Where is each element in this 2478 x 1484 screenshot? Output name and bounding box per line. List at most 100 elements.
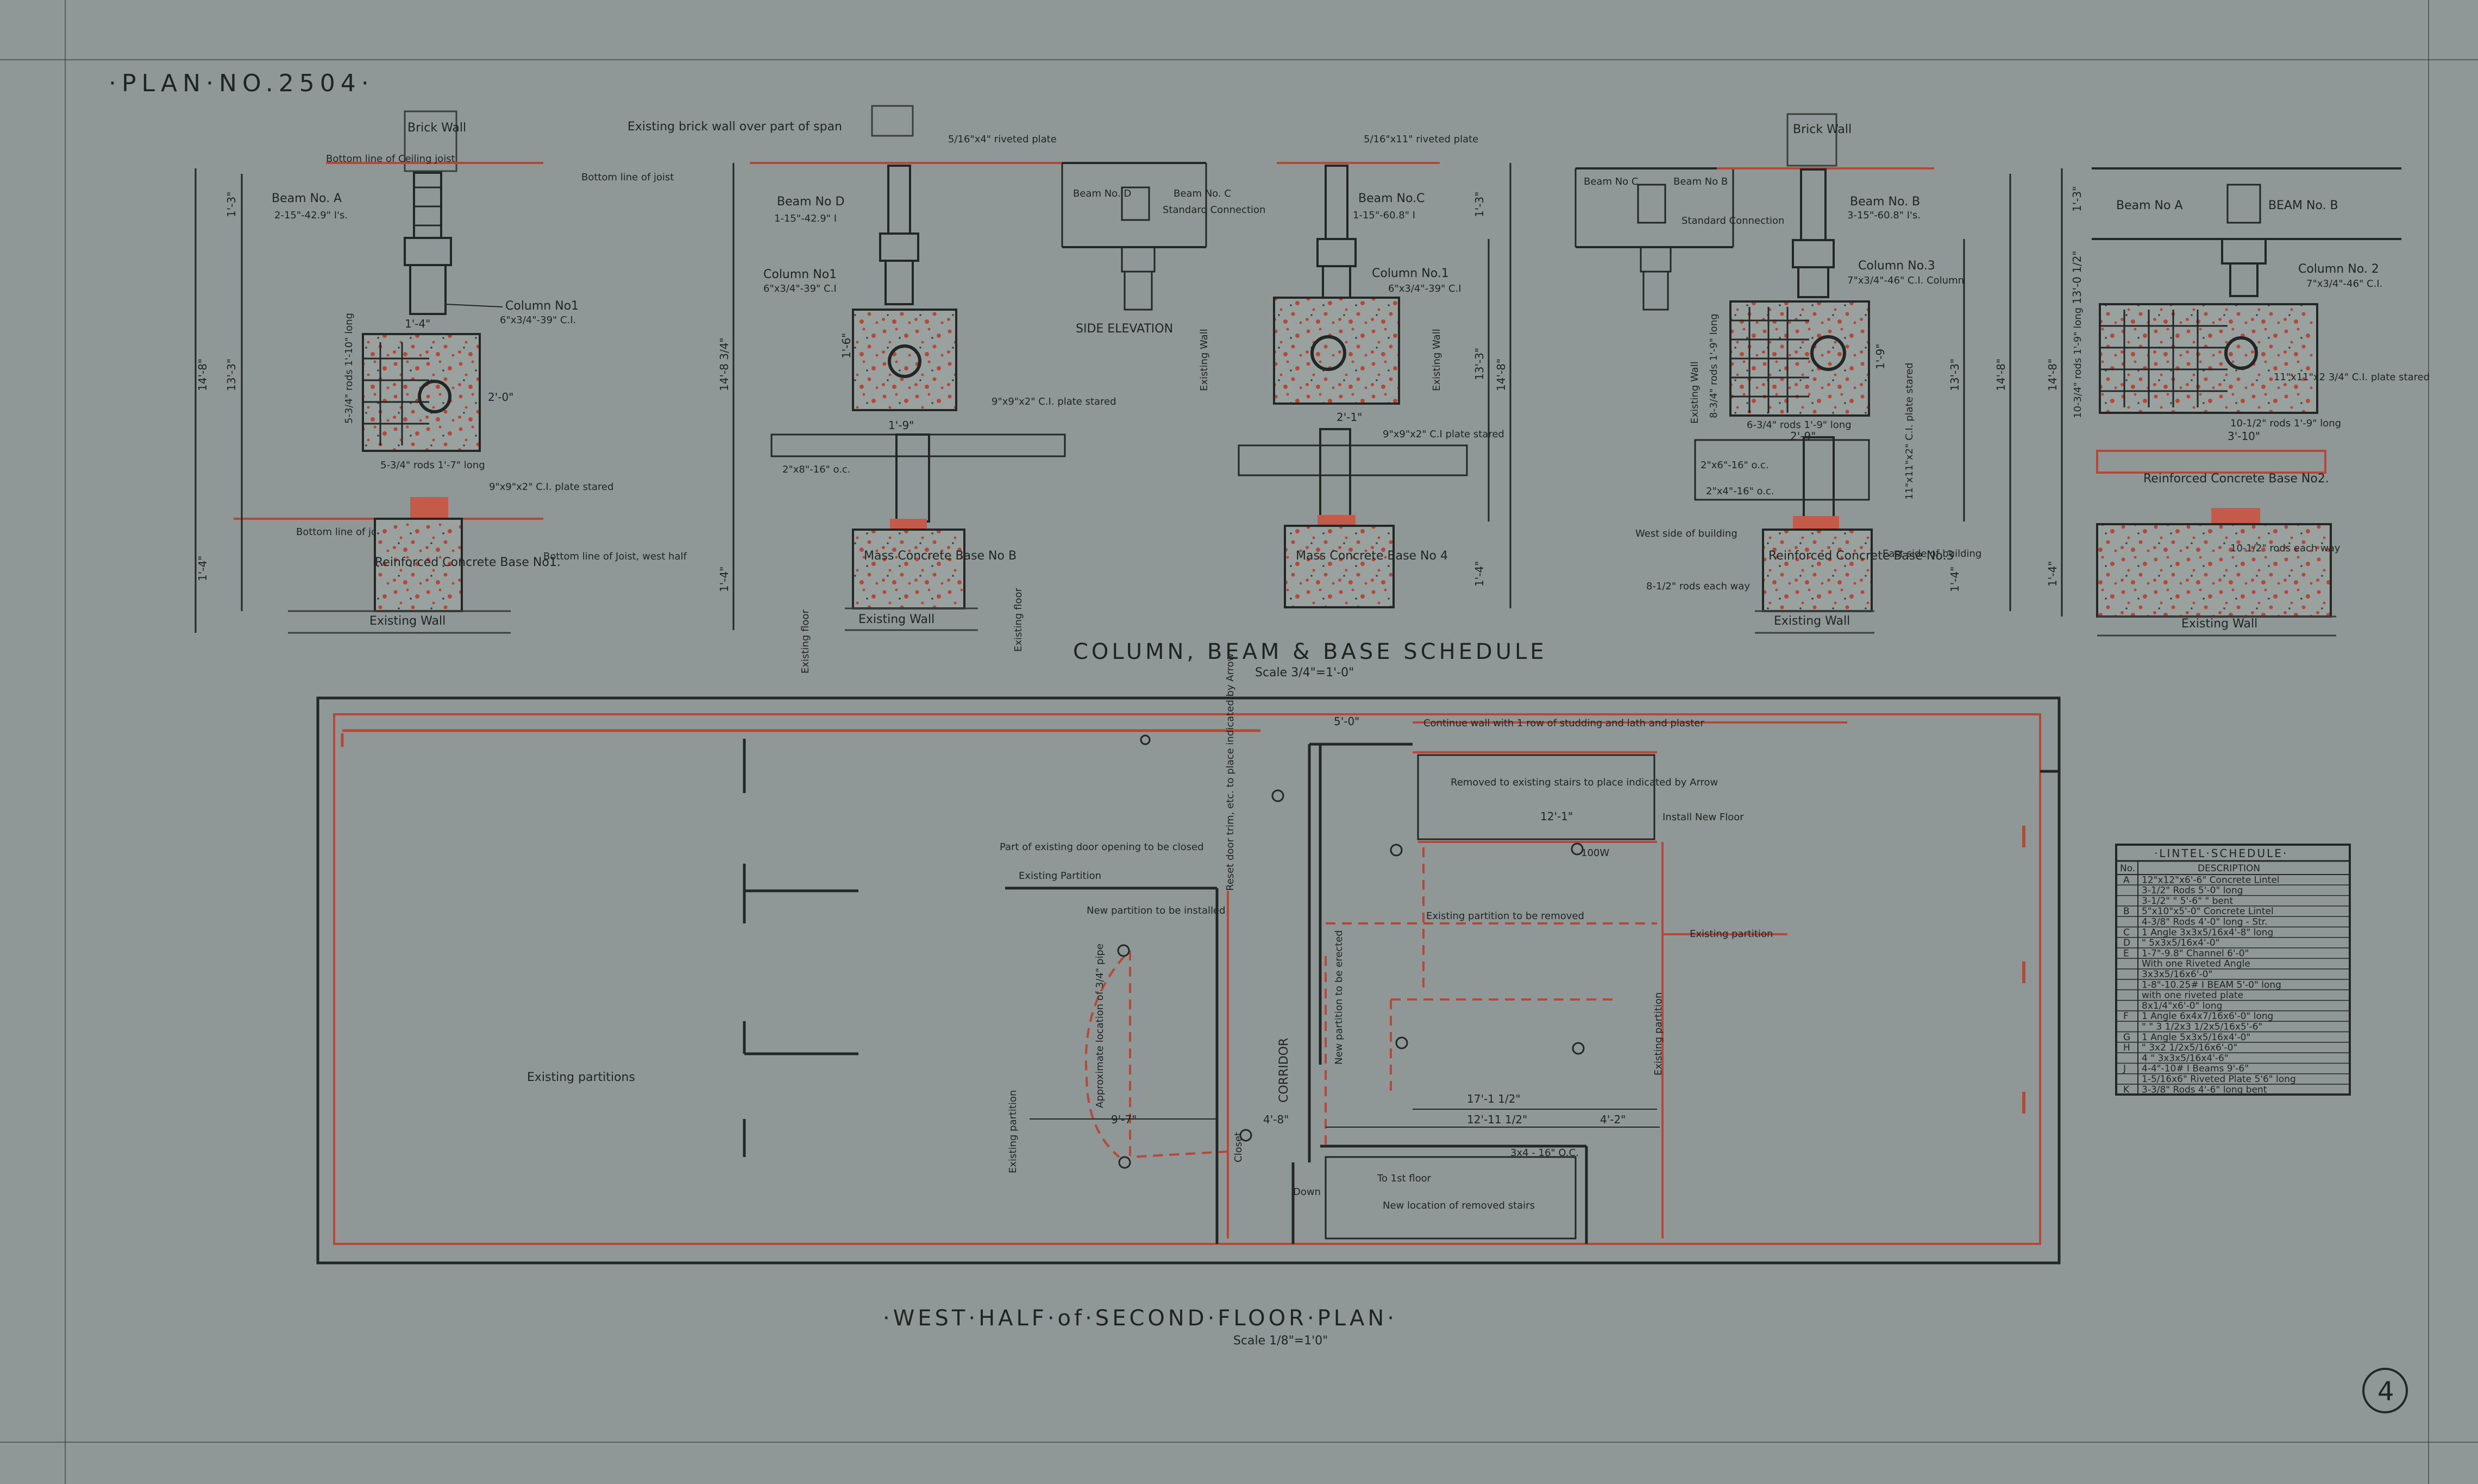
schedule-scale: Scale 3/4"=1'-0"	[1255, 666, 1354, 680]
d2-wall: Existing Wall	[858, 613, 934, 626]
d7-dim-beam: 1'-3"	[2071, 186, 2084, 212]
d3-beam-c: Beam No. C	[1174, 188, 1231, 199]
d2-dim-base: 1'-4"	[718, 567, 731, 592]
plan-dim-12b: 12'-1"	[1540, 810, 1573, 823]
d1-column: Column No1	[505, 299, 579, 313]
d1-beam: Beam No. A	[272, 192, 342, 205]
d1-dim-upper: 13'-3"	[225, 359, 238, 391]
d1-base: Reinforced Concrete Base No1.	[375, 556, 561, 569]
d6-column: Column No.3	[1858, 259, 1935, 273]
schedule-title: COLUMN, BEAM & BASE SCHEDULE	[1073, 639, 1547, 664]
d4-beam-size: 1-15"-60.8" I	[1353, 210, 1415, 221]
d1-ceiling: Bottom line of Ceiling joist	[326, 153, 455, 165]
d4-column-size: 6"x3/4"-39" C.I	[1388, 283, 1461, 294]
d2-floor1: Existing floor	[800, 609, 811, 674]
floor-plan-title: ·WEST·HALF·of·SECOND·FLOOR·PLAN·	[883, 1306, 1397, 1331]
d7-wall: Existing Wall	[2181, 617, 2257, 631]
d6-west: West side of building	[1635, 528, 1737, 539]
d2-column-size: 6"x3/4"-39" C.I	[763, 283, 837, 294]
floor-plan: Existing partitions Existing partition	[316, 653, 2061, 1265]
d6-joists: 2"x6"-16" o.c.	[1701, 460, 1769, 471]
lintel-row-desc: 12"x12"x6'-6" Concrete Lintel	[2142, 875, 2280, 885]
d7-rods: 10-3/4" rods 1'-9" long	[2072, 307, 2084, 418]
d3-connection: Standard Connection	[1163, 204, 1265, 216]
plan-existing-partitions: Existing partitions	[527, 1071, 635, 1084]
d1-brick-wall: Brick Wall	[407, 121, 466, 135]
lintel-row-no: E	[2123, 948, 2129, 959]
d4-dim-base: 1'-4"	[1473, 561, 1486, 587]
sheet-number: 4	[2377, 1376, 2394, 1407]
d7-beam-b: BEAM No. B	[2268, 199, 2338, 212]
d2-joist: Bottom line of joist	[581, 172, 674, 183]
d4-beam: Beam No.C	[1358, 192, 1425, 205]
plan-existing-removed: Existing partition to be removed	[1426, 910, 1584, 922]
lintel-row-no: D	[2123, 938, 2130, 948]
d6-plate: 11"x11"x2" C.I. plate stared	[1904, 363, 1915, 500]
plan-existing-partition: Existing Partition	[1019, 870, 1101, 882]
d1-dim-base: 1'-4"	[196, 556, 209, 581]
d3-side-elev: SIDE ELEVATION	[1076, 322, 1173, 336]
d6-base: Reinforced Concrete Base No.3	[1768, 549, 1954, 563]
d7-dim-total: 14'-8"	[2046, 359, 2059, 391]
lintel-row-no: A	[2123, 875, 2130, 885]
plan-stairs-note: 3x4 - 16" O.C.	[1510, 1147, 1579, 1159]
lintel-row-desc: " 5x3x5/16x4'-0"	[2142, 938, 2219, 948]
d7-dim-base: 1'-4"	[2046, 561, 2059, 587]
plan-reset-door: Reset door trim, etc. to place indicated…	[1225, 653, 1236, 891]
detail-side-elevation: 5/16"x4" riveted plate Beam No. D Beam N…	[948, 134, 1265, 336]
lintel-row-desc: 8x1/4"x6'-0" long	[2142, 1001, 2222, 1011]
lintel-row-no: K	[2123, 1084, 2130, 1095]
d1-column-size: 6"x3/4"-39" C.I.	[500, 315, 576, 326]
d5-beam-b: Beam No B	[1673, 176, 1728, 187]
plan-new-partition-erect: New partition to be erected	[1333, 930, 1345, 1065]
plan-dim-4: 4'-2"	[1600, 1113, 1626, 1126]
d4-dim-beam: 1'-3"	[1473, 192, 1486, 217]
d1-joist-west: Bottom line of Joist, west half	[543, 551, 687, 562]
d4-column: Column No.1	[1372, 267, 1449, 280]
d2-dim-w: 1'-9"	[888, 419, 914, 432]
lintel-row-desc: 4-3/8" Rods 4'-0" long - Str.	[2142, 917, 2268, 928]
lintel-header-desc: DESCRIPTION	[2198, 863, 2260, 874]
d1-dim-w: 1'-4"	[405, 317, 430, 330]
d2-floor2: Existing floor	[1013, 588, 1024, 652]
lintel-row-desc: 1-8"-10.25# I BEAM 5'-0" long	[2142, 979, 2281, 990]
lintel-row-desc: 1 Angle 6x4x7/16x6'-0" long	[2142, 1011, 2273, 1022]
d6-dim-upper: 13'-3"	[1948, 359, 1961, 391]
lintel-row-desc: 1-7"-9.8" Channel 6'-0"	[2142, 948, 2249, 959]
d6-brick-wall: Brick Wall	[1793, 123, 1852, 136]
lintel-header-no: No.	[2120, 863, 2135, 874]
d2-beam: Beam No D	[777, 195, 844, 209]
d7-dim-upper: 13'-0 1/2"	[2071, 250, 2084, 304]
d6-beam-size: 3-15"-60.8" I's.	[1847, 210, 1921, 221]
d4-wall-l: Existing Wall	[1199, 329, 1210, 391]
detail-base-no1: Brick Wall Bottom line of Ceiling joist …	[195, 110, 687, 634]
d6-rods2: 6-3/4" rods 1'-9" long	[1747, 419, 1852, 431]
d7-rods-each: 10-1/2" rods each way	[2230, 543, 2341, 554]
d6-column-size: 7"x3/4"-46" C.I. Column	[1847, 275, 1964, 286]
lintel-title: ·LINTEL·SCHEDULE·	[2154, 847, 2288, 860]
plan-door-opening: Part of existing door opening to be clos…	[1000, 841, 1204, 853]
d5-beam-c: Beam No C	[1584, 176, 1638, 187]
plan-continue-wall: Continue wall with 1 row of studding and…	[1423, 718, 1704, 729]
lintel-row-desc: With one Riveted Angle	[2142, 959, 2250, 970]
lintel-row-desc: 3x3x5/16x6'-0"	[2142, 969, 2212, 980]
d4-riveted: 5/16"x11" riveted plate	[1364, 134, 1478, 145]
d1-rods: 5-3/4" rods 1'-10" long	[343, 313, 355, 424]
plan-dim-12: 12'-11 1/2"	[1467, 1113, 1527, 1126]
d4-dim-total: 14'-8"	[1495, 359, 1508, 391]
plan-corridor: CORRIDOR	[1277, 1038, 1291, 1103]
d4-dim-upper: 13'-3"	[1473, 348, 1486, 380]
plan-lamp-100w: 100W	[1581, 847, 1609, 859]
d7-rods2: 10-1/2" rods 1'-9" long	[2230, 418, 2341, 429]
lintel-row-no: H	[2123, 1042, 2130, 1053]
d6-joists2: 2"x4"-16" o.c.	[1706, 486, 1774, 497]
lintel-row-desc: 3-1/2" Rods 5'-0" long	[2142, 885, 2243, 896]
plan-existing-partition-side: Existing partition	[1653, 992, 1664, 1076]
detail-base-no4: 5/16"x11" riveted plate Beam No.C 1-15"-…	[1199, 134, 1511, 608]
plan-existing-partition-left: Existing partition	[1007, 1090, 1019, 1173]
lintel-row-desc: " 3x2 1/2x5/16x6'-0"	[2142, 1042, 2237, 1053]
d2-beam-size: 1-15"-42.9" I	[774, 213, 837, 224]
